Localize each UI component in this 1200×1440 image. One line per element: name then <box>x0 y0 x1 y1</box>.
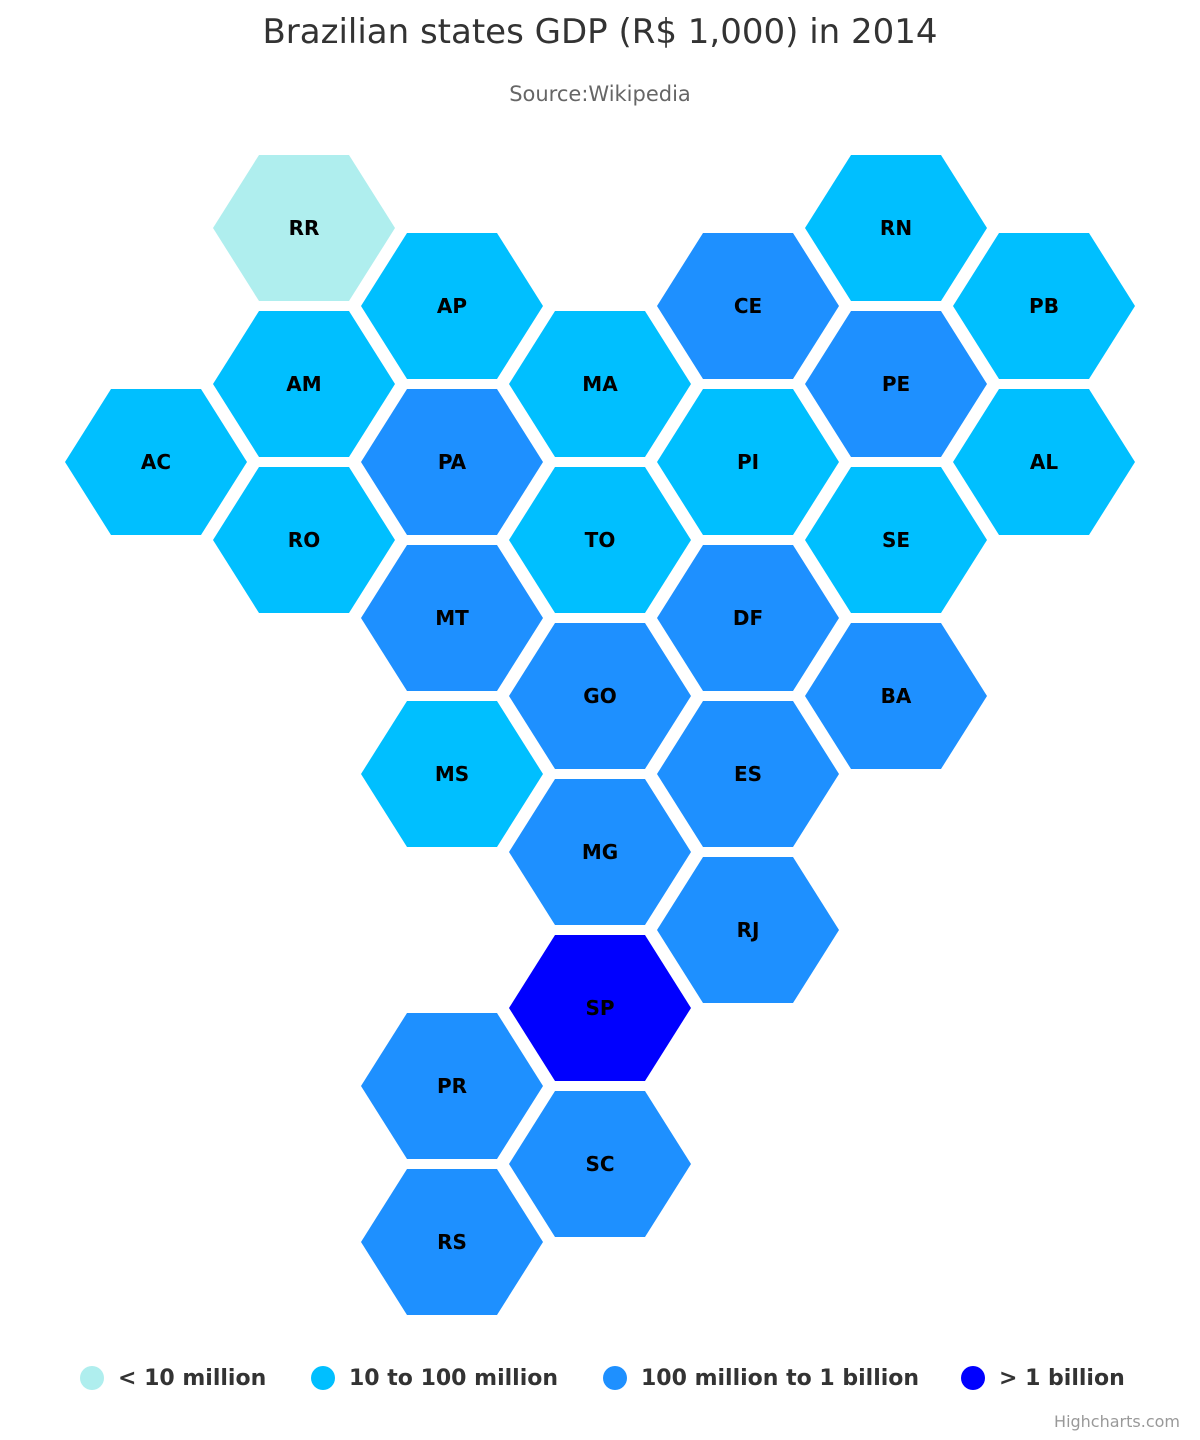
hex-shape <box>361 1013 543 1159</box>
legend-dot-icon <box>603 1366 627 1390</box>
hex-tile-rj[interactable]: RJ <box>657 857 839 1003</box>
hex-shape <box>657 857 839 1003</box>
hex-label: BA <box>881 684 912 708</box>
hex-tile-pi[interactable]: PI <box>657 389 839 535</box>
hex-tile-map: RR RN AP CE PB AM MA PE AC PA PI AL RO TO SE MT DF GO BA MS… <box>65 155 1135 1315</box>
hex-tile-se[interactable]: SE <box>805 467 987 613</box>
hex-label: GO <box>583 684 616 708</box>
hex-label: MT <box>435 606 469 630</box>
hex-tile-al[interactable]: AL <box>953 389 1135 535</box>
hex-shape <box>361 389 543 535</box>
hex-label: AL <box>1030 450 1058 474</box>
hex-shape <box>65 389 247 535</box>
hex-label: RN <box>880 216 912 240</box>
legend-label: 10 to 100 million <box>349 1365 559 1391</box>
hex-label: AM <box>286 372 321 396</box>
hex-shape <box>657 389 839 535</box>
hex-shape <box>213 311 395 457</box>
hex-label: AC <box>141 450 171 474</box>
hex-shape <box>509 1091 691 1237</box>
credits-link[interactable]: Highcharts.com <box>1054 1412 1180 1431</box>
hex-tile-mg[interactable]: MG <box>509 779 691 925</box>
hex-label: MS <box>435 762 469 786</box>
hex-tile-go[interactable]: GO <box>509 623 691 769</box>
hex-label: SC <box>585 1152 614 1176</box>
hex-shape <box>509 311 691 457</box>
hex-label: MG <box>582 840 618 864</box>
hex-label: PA <box>438 450 467 474</box>
hex-tile-am[interactable]: AM <box>213 311 395 457</box>
hex-tile-ro[interactable]: RO <box>213 467 395 613</box>
hex-tile-rr[interactable]: RR <box>213 155 395 301</box>
hex-shape <box>805 467 987 613</box>
hex-label: TO <box>585 528 616 552</box>
hex-label: RR <box>289 216 320 240</box>
hex-tile-es[interactable]: ES <box>657 701 839 847</box>
chart-subtitle: Source:Wikipedia <box>509 82 691 106</box>
hex-shape <box>509 623 691 769</box>
hex-shape <box>509 467 691 613</box>
legend-dot-icon <box>80 1366 104 1390</box>
hex-label: CE <box>734 294 762 318</box>
legend-label: > 1 billion <box>999 1365 1125 1391</box>
legend-label: 100 million to 1 billion <box>641 1365 920 1391</box>
hex-tile-ma[interactable]: MA <box>509 311 691 457</box>
hex-shape <box>213 155 395 301</box>
legend-item-10-to-100-million[interactable]: 10 to 100 million <box>311 1358 558 1398</box>
hex-label: PB <box>1029 294 1059 318</box>
hex-label: AP <box>437 294 467 318</box>
hex-label: PI <box>737 450 759 474</box>
hex-tile-df[interactable]: DF <box>657 545 839 691</box>
hex-label: RO <box>288 528 320 552</box>
hex-tile-pb[interactable]: PB <box>953 233 1135 379</box>
hex-tile-pr[interactable]: PR <box>361 1013 543 1159</box>
hex-shape <box>361 1169 543 1315</box>
hex-shape <box>361 233 543 379</box>
hex-label: DF <box>733 606 763 630</box>
hex-label: SP <box>585 996 614 1020</box>
legend-item-over-1-billion[interactable]: > 1 billion <box>961 1358 1125 1398</box>
hex-label: SE <box>882 528 910 552</box>
hex-shape <box>805 623 987 769</box>
hex-shape <box>657 233 839 379</box>
hex-shape <box>361 545 543 691</box>
legend: < 10 million 10 to 100 million 100 milli… <box>0 1358 1200 1398</box>
legend-dot-icon <box>311 1366 335 1390</box>
legend-item-under-10-million[interactable]: < 10 million <box>80 1358 266 1398</box>
hex-shape <box>509 779 691 925</box>
hex-tile-sc[interactable]: SC <box>509 1091 691 1237</box>
hex-label: ES <box>734 762 762 786</box>
hex-label: RJ <box>737 918 760 942</box>
hex-tile-ba[interactable]: BA <box>805 623 987 769</box>
hex-tile-to[interactable]: TO <box>509 467 691 613</box>
hex-shape <box>509 935 691 1081</box>
legend-dot-icon <box>961 1366 985 1390</box>
hex-tile-mt[interactable]: MT <box>361 545 543 691</box>
hex-shape <box>361 701 543 847</box>
hex-tile-rs[interactable]: RS <box>361 1169 543 1315</box>
hex-tile-pe[interactable]: PE <box>805 311 987 457</box>
hex-tile-ac[interactable]: AC <box>65 389 247 535</box>
hex-label: PE <box>882 372 910 396</box>
hex-tile-pa[interactable]: PA <box>361 389 543 535</box>
hex-shape <box>805 155 987 301</box>
chart-title: Brazilian states GDP (R$ 1,000) in 2014 <box>262 12 938 52</box>
hex-shape <box>953 389 1135 535</box>
legend-label: < 10 million <box>118 1365 267 1391</box>
hex-shape <box>213 467 395 613</box>
hex-tile-ap[interactable]: AP <box>361 233 543 379</box>
hex-shape <box>953 233 1135 379</box>
hex-tile-sp[interactable]: SP <box>509 935 691 1081</box>
legend-item-100-million-to-1-billion[interactable]: 100 million to 1 billion <box>603 1358 919 1398</box>
hex-label: MA <box>582 372 618 396</box>
hex-label: RS <box>437 1230 467 1254</box>
hex-tile-rn[interactable]: RN <box>805 155 987 301</box>
hex-label: PR <box>437 1074 467 1098</box>
hex-shape <box>805 311 987 457</box>
hex-tile-ms[interactable]: MS <box>361 701 543 847</box>
hex-shape <box>657 701 839 847</box>
hex-tile-ce[interactable]: CE <box>657 233 839 379</box>
hex-shape <box>657 545 839 691</box>
